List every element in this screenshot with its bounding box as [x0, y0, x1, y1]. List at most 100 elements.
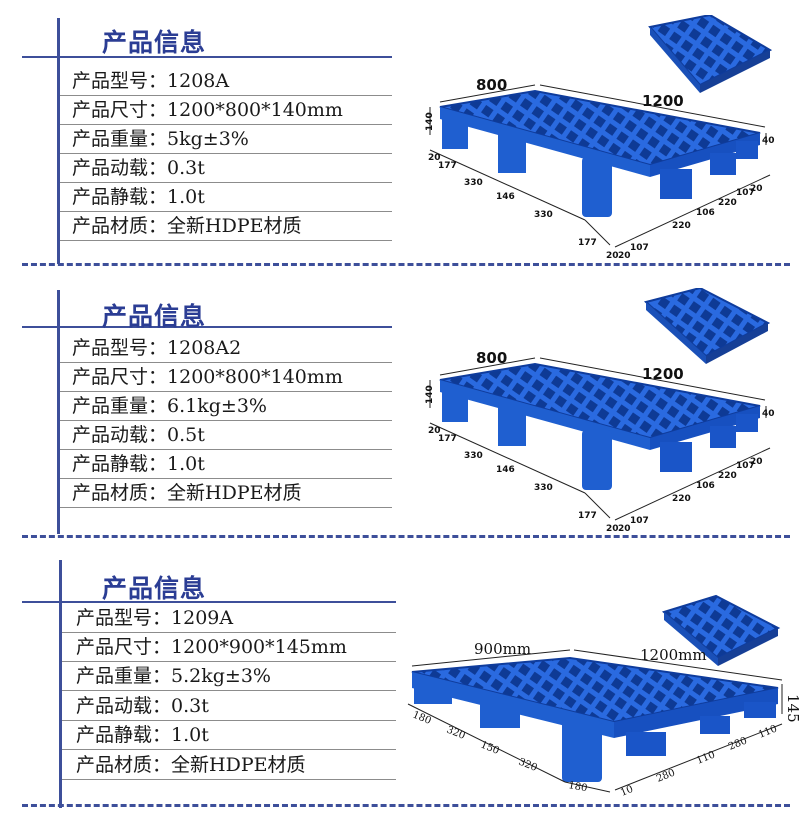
- title-underline: [22, 56, 392, 58]
- spec-label: 产品动载：: [72, 157, 168, 179]
- dim-width-label: 900mm: [474, 640, 531, 658]
- dim-width-label: 800: [476, 349, 507, 367]
- section-divider: [22, 535, 790, 538]
- dim-label: 110: [695, 749, 717, 766]
- section-divider: [22, 263, 790, 266]
- dim-label: 220: [672, 221, 691, 231]
- section-title: 产品信息: [102, 28, 207, 57]
- dim-height-label: 145: [784, 694, 800, 723]
- spec-value: 0.3t: [171, 695, 209, 717]
- spec-value: 0.5t: [167, 424, 205, 446]
- spec-label: 产品型号：: [76, 607, 172, 629]
- dim-label: 330: [534, 210, 553, 220]
- dim-label: 146: [496, 465, 515, 475]
- spec-value: 1200*800*140mm: [167, 366, 343, 388]
- dim-label: 20: [618, 524, 631, 533]
- dim-label: 107: [630, 243, 649, 253]
- dim-height-label: 140: [425, 385, 435, 404]
- dim-label: 330: [464, 178, 483, 188]
- dim-label: 106: [696, 208, 715, 218]
- spec-value: 6.1kg±3%: [167, 395, 267, 417]
- section-vertical-rule: [57, 18, 60, 264]
- dim-label: 107: [736, 188, 755, 198]
- pallet-diagram-1208a2: 800 1200 140 40 20 177 330 146 330 177 2…: [425, 288, 775, 533]
- section-vertical-rule: [59, 560, 62, 808]
- spec-value: 5kg±3%: [167, 128, 249, 150]
- pallet-thumbnail-icon: [661, 594, 781, 666]
- dim-label: 106: [696, 481, 715, 491]
- spec-label: 产品尺寸：: [72, 366, 168, 388]
- dim-label: 320: [517, 757, 539, 774]
- spec-row-weight: 产品重量：6.1kg±3%: [60, 392, 392, 421]
- spec-value: 1.0t: [171, 724, 209, 746]
- spec-label: 产品材质：: [76, 754, 172, 776]
- dim-label: 20: [606, 524, 619, 533]
- spec-row-static-load: 产品静载：1.0t: [60, 450, 392, 479]
- spec-label: 产品动载：: [76, 695, 172, 717]
- spec-value: 全新HDPE材质: [167, 215, 302, 237]
- dim-label: 110: [757, 723, 779, 740]
- dim-label: 20: [618, 251, 631, 260]
- spec-label: 产品尺寸：: [76, 636, 172, 658]
- dim-deck-label: 40: [762, 136, 775, 146]
- spec-row-model: 产品型号：1208A2: [60, 334, 392, 363]
- title-underline: [22, 326, 392, 328]
- dim-label: 20: [750, 457, 763, 467]
- spec-label: 产品静载：: [72, 453, 168, 475]
- product-info-section-3: 产品信息 产品型号：1209A 产品尺寸：1200*900*145mm 产品重量…: [0, 540, 810, 823]
- spec-value: 1200*800*140mm: [167, 99, 343, 121]
- spec-row-static-load: 产品静载：1.0t: [62, 721, 396, 750]
- dim-label: 146: [496, 192, 515, 202]
- dim-label: 150: [479, 740, 501, 757]
- spec-value: 1208A: [167, 70, 230, 92]
- product-info-section-1: 产品信息 产品型号：1208A 产品尺寸：1200*800*140mm 产品重量…: [0, 0, 810, 270]
- dim-length-label: 1200mm: [640, 646, 707, 664]
- spec-value: 5.2kg±3%: [171, 665, 271, 687]
- pallet-thumbnail-icon: [643, 288, 771, 364]
- spec-value: 1208A2: [167, 337, 242, 359]
- dim-label: 177: [578, 511, 597, 521]
- dim-length-label: 1200: [642, 365, 684, 383]
- spec-row-material: 产品材质：全新HDPE材质: [62, 751, 396, 780]
- spec-row-dynamic-load: 产品动载：0.3t: [62, 692, 396, 721]
- spec-value: 0.3t: [167, 157, 205, 179]
- spec-label: 产品静载：: [72, 186, 168, 208]
- dim-label: 220: [718, 471, 737, 481]
- spec-row-weight: 产品重量：5kg±3%: [60, 125, 392, 154]
- dim-label: 330: [464, 451, 483, 461]
- section-divider: [22, 804, 790, 807]
- spec-row-model: 产品型号：1208A: [60, 67, 392, 96]
- dim-label: 220: [672, 494, 691, 504]
- spec-label: 产品重量：: [72, 128, 168, 150]
- dim-label: 177: [438, 434, 457, 444]
- dim-label: 320: [445, 725, 467, 742]
- dim-label: 180: [411, 710, 433, 727]
- spec-value: 全新HDPE材质: [167, 482, 302, 504]
- section-vertical-rule: [57, 290, 60, 534]
- dim-label: 177: [438, 161, 457, 171]
- spec-value: 1200*900*145mm: [171, 636, 347, 658]
- spec-row-size: 产品尺寸：1200*800*140mm: [60, 363, 392, 392]
- spec-value: 1.0t: [167, 453, 205, 475]
- dim-label: 107: [736, 461, 755, 471]
- spec-row-material: 产品材质：全新HDPE材质: [60, 212, 392, 241]
- dim-height-label: 140: [425, 112, 435, 131]
- pallet-diagram-1208a: 800 1200 140 40 20 177 330 146 330 177 2…: [425, 15, 775, 260]
- dim-label: 280: [727, 735, 749, 752]
- spec-row-material: 产品材质：全新HDPE材质: [60, 479, 392, 508]
- spec-value: 1.0t: [167, 186, 205, 208]
- dim-width-label: 800: [476, 76, 507, 94]
- section-title: 产品信息: [102, 302, 207, 331]
- spec-row-model: 产品型号：1209A: [62, 604, 396, 633]
- spec-label: 产品材质：: [72, 215, 168, 237]
- spec-row-size: 产品尺寸：1200*800*140mm: [60, 96, 392, 125]
- spec-label: 产品重量：: [76, 665, 172, 687]
- spec-label: 产品动载：: [72, 424, 168, 446]
- spec-value: 1209A: [171, 607, 234, 629]
- spec-row-dynamic-load: 产品动载：0.3t: [60, 154, 392, 183]
- spec-label: 产品静载：: [76, 724, 172, 746]
- section-title: 产品信息: [102, 574, 207, 603]
- spec-value: 全新HDPE材质: [171, 754, 306, 776]
- spec-label: 产品型号：: [72, 70, 168, 92]
- dim-label: 280: [655, 767, 677, 784]
